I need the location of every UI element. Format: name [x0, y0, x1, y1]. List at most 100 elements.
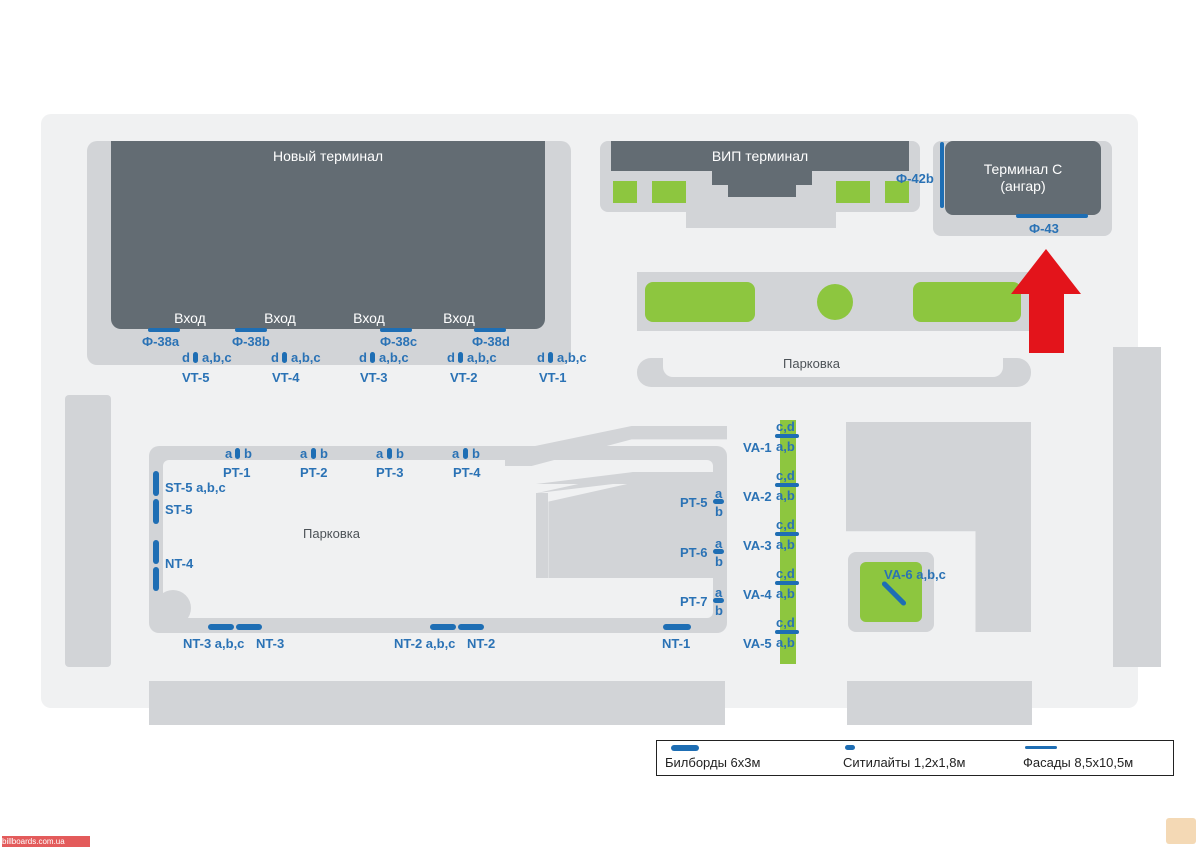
vt1-citylight[interactable]: [548, 352, 553, 363]
right-strip: [1113, 347, 1161, 667]
facade-f43-label: Ф-43: [1029, 221, 1059, 236]
vt2-citylight[interactable]: [458, 352, 463, 363]
facade-f42b-label: Ф-42b: [896, 171, 934, 186]
pt6-label: PT-6: [680, 545, 708, 560]
vip-terminal-porch: [728, 185, 796, 197]
pt4-citylight[interactable]: [463, 448, 468, 459]
nt2abc-billboard[interactable]: [430, 624, 456, 630]
legend-facade-swatch: [1025, 746, 1057, 749]
nt3abc-billboard[interactable]: [208, 624, 234, 630]
pt6-citylight[interactable]: [713, 549, 724, 554]
facade-f38a-label: Ф-38a: [142, 334, 180, 349]
st5abc-billboard[interactable]: [153, 471, 159, 496]
entrance-label: Вход: [353, 310, 385, 326]
va4-citylight[interactable]: [775, 581, 799, 585]
pt3-label: PT-3: [376, 465, 404, 480]
pt2-label: PT-2: [300, 465, 328, 480]
facade-f38c[interactable]: [380, 328, 412, 332]
vt3-label: VT-3: [360, 370, 388, 385]
legend-citylight-swatch: [845, 745, 855, 750]
vt4-label: VT-4: [272, 370, 300, 385]
bottom-block-right: [847, 681, 1032, 725]
pt5-citylight[interactable]: [713, 499, 724, 504]
terminal-c-title: Терминал С: [983, 161, 1063, 177]
parking-corner: [155, 590, 191, 626]
pt4-label: PT-4: [453, 465, 481, 480]
vt2-label: VT-2: [450, 370, 478, 385]
legend-billboard-label: Билборды 6x3м: [665, 755, 761, 770]
facade-f38a[interactable]: [148, 328, 180, 332]
st5-label: ST-5: [165, 502, 193, 517]
facade-f38c-label: Ф-38c: [380, 334, 418, 349]
pt5-a: a: [715, 486, 723, 501]
vt4-citylight[interactable]: [282, 352, 287, 363]
nt3abc-label: NT-3 a,b,c: [183, 636, 245, 651]
pt3-citylight[interactable]: [387, 448, 392, 459]
pt7-b: b: [715, 603, 723, 618]
new-terminal-building: [111, 141, 545, 329]
vt2-d: d: [447, 350, 455, 365]
parking-lawn: [645, 282, 755, 322]
pt1-a: a: [225, 446, 233, 461]
st5-billboard[interactable]: [153, 499, 159, 524]
nt4-billboard[interactable]: [153, 540, 159, 564]
vip-terminal-wing: [712, 171, 812, 185]
pt2-citylight[interactable]: [311, 448, 316, 459]
pt5-label: PT-5: [680, 495, 708, 510]
pt5-b: b: [715, 504, 723, 519]
vt5-d: d: [182, 350, 190, 365]
pt4-b: b: [472, 446, 480, 461]
facade-f38b[interactable]: [235, 328, 267, 332]
va3-ab: a,b: [776, 537, 795, 552]
parking-lawn: [913, 282, 1021, 322]
va5-citylight[interactable]: [775, 630, 799, 634]
legend-billboard-swatch: [671, 745, 699, 751]
vt5-citylight[interactable]: [193, 352, 198, 363]
entrance-label: Вход: [443, 310, 475, 326]
va1-cd: c,d: [776, 419, 795, 434]
facade-f42b[interactable]: [940, 142, 944, 208]
st5abc-label: ST-5 a,b,c: [165, 480, 226, 495]
terminal-c-building: [945, 141, 1101, 215]
va1-citylight[interactable]: [775, 434, 799, 438]
inner-divider: [536, 493, 548, 578]
nt2-label: NT-2: [467, 636, 496, 651]
new-terminal-title: Новый терминал: [272, 148, 384, 164]
va6-label: VA-6 a,b,c: [884, 567, 946, 582]
vt1-d: d: [537, 350, 545, 365]
va4-ab: a,b: [776, 586, 795, 601]
pt7-citylight[interactable]: [713, 598, 724, 603]
pt7-a: a: [715, 585, 723, 600]
pt7-label: PT-7: [680, 594, 708, 609]
corner-logo-icon: [1166, 818, 1196, 844]
vip-lawn: [885, 181, 909, 203]
va2-ab: a,b: [776, 488, 795, 503]
nt4-label: NT-4: [165, 556, 194, 571]
facade-f43[interactable]: [1016, 214, 1088, 218]
facade-f38d[interactable]: [474, 328, 506, 332]
vip-lawn: [652, 181, 686, 203]
vip-terminal-title: ВИП терминал: [711, 148, 809, 164]
parking-road-inner: [663, 357, 1003, 377]
vt3-citylight[interactable]: [370, 352, 375, 363]
entrance-label: Вход: [174, 310, 206, 326]
nt2-billboard[interactable]: [458, 624, 484, 630]
va3-citylight[interactable]: [775, 532, 799, 536]
nt2abc-label: NT-2 a,b,c: [394, 636, 456, 651]
facade-f38d-label: Ф-38d: [472, 334, 510, 349]
va2-cd: c,d: [776, 468, 795, 483]
vip-lawn: [613, 181, 637, 203]
footer-url[interactable]: billboards.com.ua: [2, 836, 90, 847]
nt4-billboard[interactable]: [153, 567, 159, 591]
vt5-label: VT-5: [182, 370, 210, 385]
va2-citylight[interactable]: [775, 483, 799, 487]
top-parking-label: Парковка: [783, 356, 840, 371]
va3-label: VA-3: [743, 538, 772, 553]
va5-label: VA-5: [743, 636, 772, 651]
pt1-citylight[interactable]: [235, 448, 240, 459]
nt1-billboard[interactable]: [663, 624, 691, 630]
nt3-billboard[interactable]: [236, 624, 262, 630]
vip-lawn: [836, 181, 870, 203]
vip-terminal-building: [611, 141, 909, 171]
